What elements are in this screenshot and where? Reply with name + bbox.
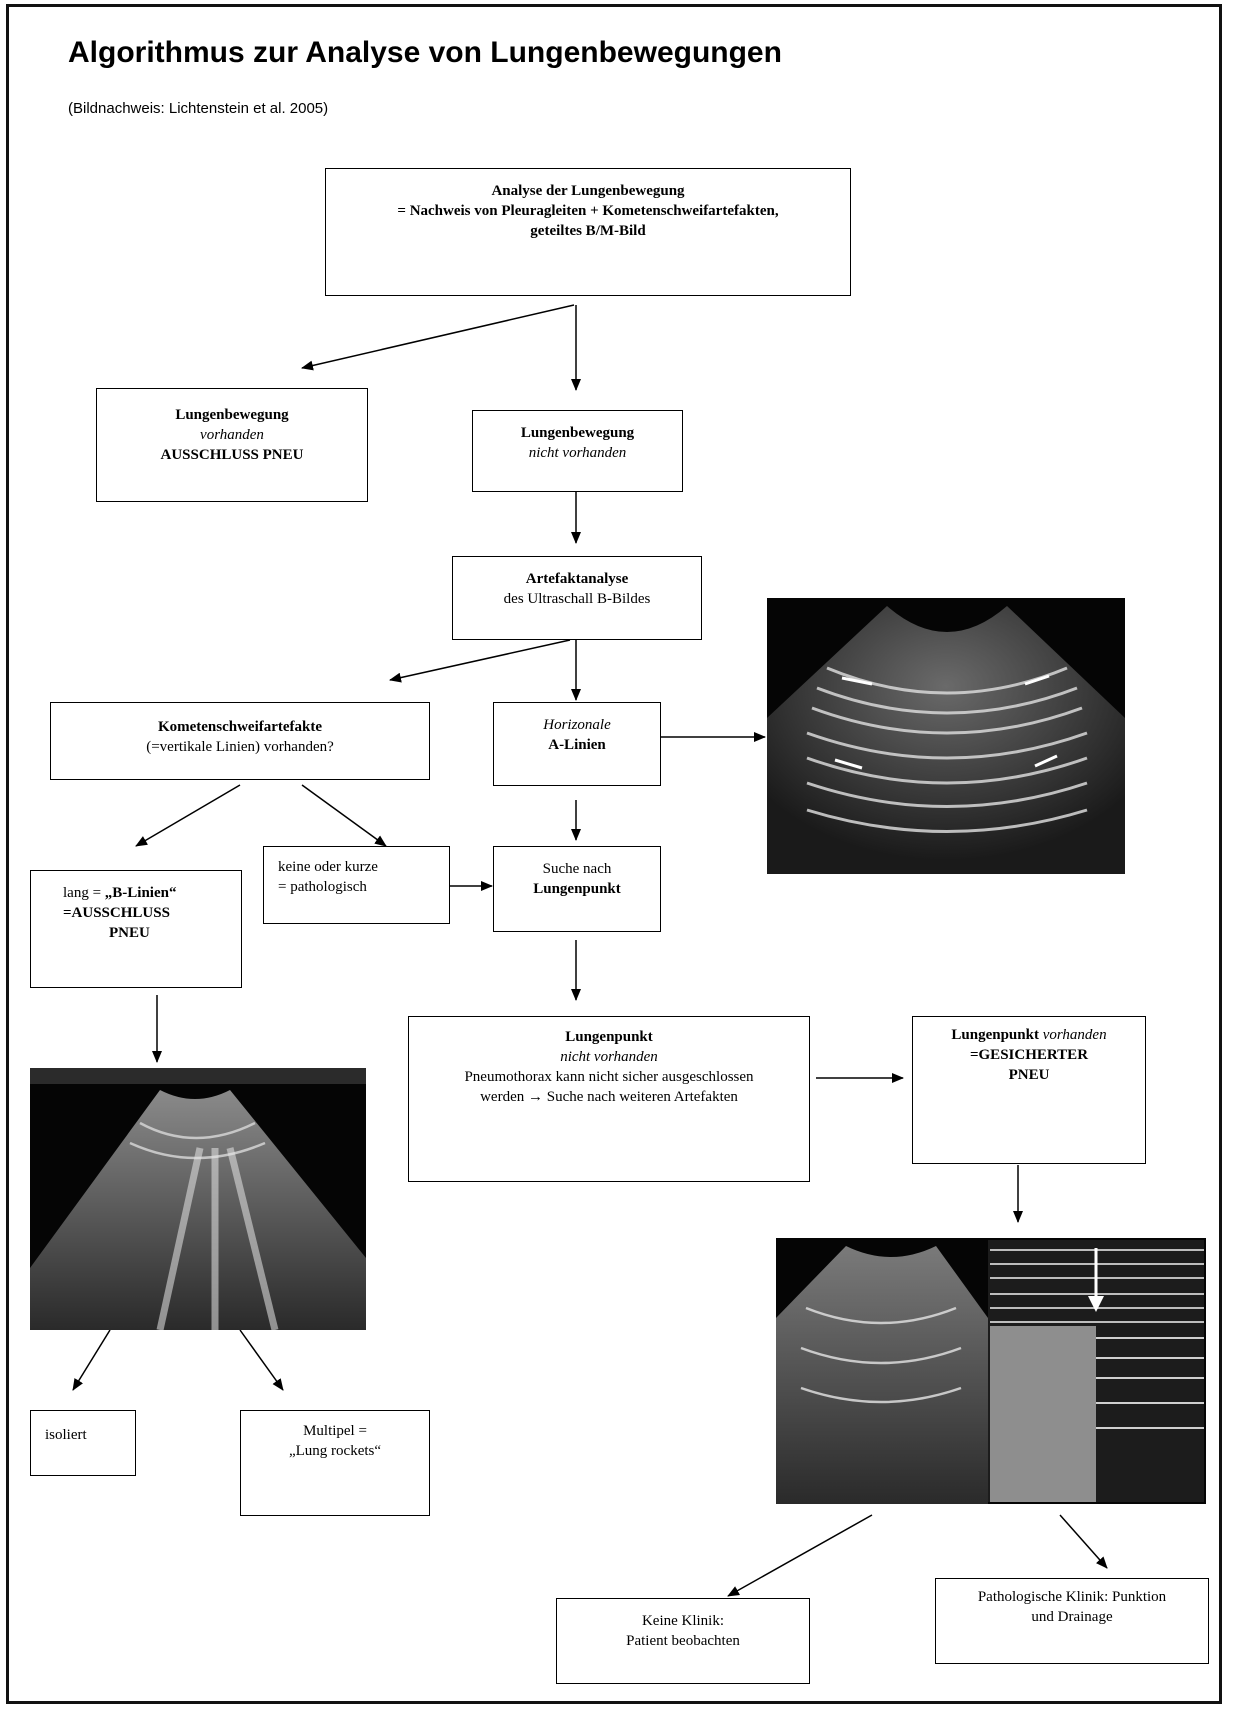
node-lungenpunkt-vorhanden: Lungenpunkt vorhanden =GESICHERTER PNEU [912, 1016, 1146, 1164]
arrow-image-to-multipel [239, 1329, 284, 1391]
node-lang-line1: lang = „B-Linien“ [63, 883, 241, 903]
node-kometen-line2: (=vertikale Linien) vorhanden? [146, 739, 334, 755]
arrow-analyse-to-vorhanden [301, 304, 575, 371]
node-kometen-line1: Kometenschweifartefakte [157, 719, 323, 735]
node-isoliert-line1: isoliert [45, 1427, 87, 1443]
node-lang-line1b: „B-Linien“ [104, 885, 177, 901]
node-artefaktanalyse: Artefaktanalyse des Ultraschall B-Bildes [452, 556, 702, 640]
node-punkt-nicht-line2: nicht vorhanden [560, 1049, 658, 1065]
page-frame [6, 4, 1222, 1704]
arrow-mark-2 [1024, 674, 1050, 686]
node-analyse-line2: = Nachweis von Pleuragleiten + Kometensc… [397, 203, 779, 219]
node-keine-klinik-line2: Patient beobachten [626, 1633, 740, 1649]
node-analyse-line1: Analyse der Lungenbewegung [491, 183, 685, 199]
node-punkt-vorhanden-line1a: Lungenpunkt [951, 1027, 1039, 1043]
node-pathologische-line2: und Drainage [1031, 1609, 1113, 1625]
arrow-image-to-isoliert [72, 1329, 111, 1391]
node-keine-oder-kurze: keine oder kurze = pathologisch [263, 846, 450, 924]
node-vorhanden-line3: AUSSCHLUSS PNEU [160, 447, 304, 463]
node-artefakt-line2: des Ultraschall B-Bildes [503, 591, 651, 607]
node-lungenpunkt-nicht-vorhanden: Lungenpunkt nicht vorhanden Pneumothorax… [408, 1016, 810, 1182]
node-punkt-nicht-line4: werden → Suche nach weiteren Artefakten [480, 1089, 738, 1105]
node-keine-klinik: Keine Klinik: Patient beobachten [556, 1598, 810, 1684]
ultrasound-a-lines-image [767, 598, 1125, 874]
node-punkt-nicht-line3: Pneumothorax kann nicht sicher ausgeschl… [464, 1069, 754, 1085]
node-keine-line2: = pathologisch [278, 879, 367, 895]
node-kometenschweifartefakte: Kometenschweifartefakte (=vertikale Lini… [50, 702, 430, 780]
arrow-mark-3 [834, 758, 863, 770]
page-title: Algorithmus zur Analyse von Lungenbewegu… [68, 36, 782, 69]
node-lungenbewegung-vorhanden: Lungenbewegung vorhanden AUSSCHLUSS PNEU [96, 388, 368, 502]
node-keine-line1: keine oder kurze [278, 859, 378, 875]
node-vorhanden-line2: vorhanden [200, 427, 264, 443]
node-artefakt-line1: Artefaktanalyse [525, 571, 629, 587]
ultrasound-m-mode-image [776, 1238, 1206, 1504]
node-lang-line3: PNEU [109, 925, 150, 941]
node-horizontale-line1: Horizonale [543, 717, 611, 733]
node-horizontale-a-linien: Horizonale A-Linien [493, 702, 661, 786]
node-nicht-line2: nicht vorhanden [528, 445, 627, 461]
arrow-kometen-to-lang [135, 784, 241, 847]
node-suche-line2: Lungenpunkt [533, 881, 621, 897]
node-punkt-vorhanden-line1b: vorhanden [1038, 1027, 1107, 1043]
arrow-kometen-to-keine [301, 784, 387, 847]
node-vorhanden-line1: Lungenbewegung [175, 407, 289, 423]
node-isoliert: isoliert [30, 1410, 136, 1476]
node-lungenbewegung-nicht-vorhanden: Lungenbewegung nicht vorhanden [472, 410, 683, 492]
m-mode-arrow-mark [1088, 1296, 1104, 1312]
node-punkt-vorhanden-line1: Lungenpunkt vorhanden [913, 1025, 1145, 1045]
node-multipel-lung-rockets: Multipel = „Lung rockets“ [240, 1410, 430, 1516]
node-multipel-line2: „Lung rockets“ [288, 1443, 382, 1459]
node-multipel-line1: Multipel = [303, 1423, 367, 1439]
node-lang-line1a: lang = [63, 885, 105, 901]
node-pathologische-line1: Pathologische Klinik: Punktion [977, 1589, 1167, 1605]
arrow-mmode-to-pathologische [1059, 1514, 1108, 1569]
arrow-mark-4 [1034, 754, 1058, 768]
arrow-mmode-to-keine-klinik [727, 1514, 873, 1597]
arrow-artefakt-to-kometen [389, 639, 571, 683]
node-analyse-lungenbewegung: Analyse der Lungenbewegung = Nachweis vo… [325, 168, 851, 296]
node-keine-klinik-line1: Keine Klinik: [641, 1613, 725, 1629]
image-source-note: (Bildnachweis: Lichtenstein et al. 2005) [68, 100, 329, 117]
node-lang-line2: =AUSSCHLUSS [63, 905, 170, 921]
node-horizontale-line2: A-Linien [548, 737, 606, 753]
node-suche-nach-lungenpunkt: Suche nach Lungenpunkt [493, 846, 661, 932]
node-punkt-vorhanden-line3: PNEU [1008, 1067, 1050, 1083]
node-lang-b-linien: lang = „B-Linien“ =AUSSCHLUSS PNEU [30, 870, 242, 988]
node-suche-line1: Suche nach [542, 861, 612, 877]
node-punkt-nicht-line1: Lungenpunkt [565, 1029, 653, 1045]
ultrasound-b-lines-image [30, 1068, 366, 1330]
node-analyse-line3: geteiltes B/M-Bild [530, 223, 646, 239]
arrow-mark-1 [841, 676, 873, 686]
node-punkt-vorhanden-line2: =GESICHERTER [969, 1047, 1089, 1063]
node-nicht-line1: Lungenbewegung [520, 425, 635, 441]
node-pathologische-klinik: Pathologische Klinik: Punktion und Drain… [935, 1578, 1209, 1664]
